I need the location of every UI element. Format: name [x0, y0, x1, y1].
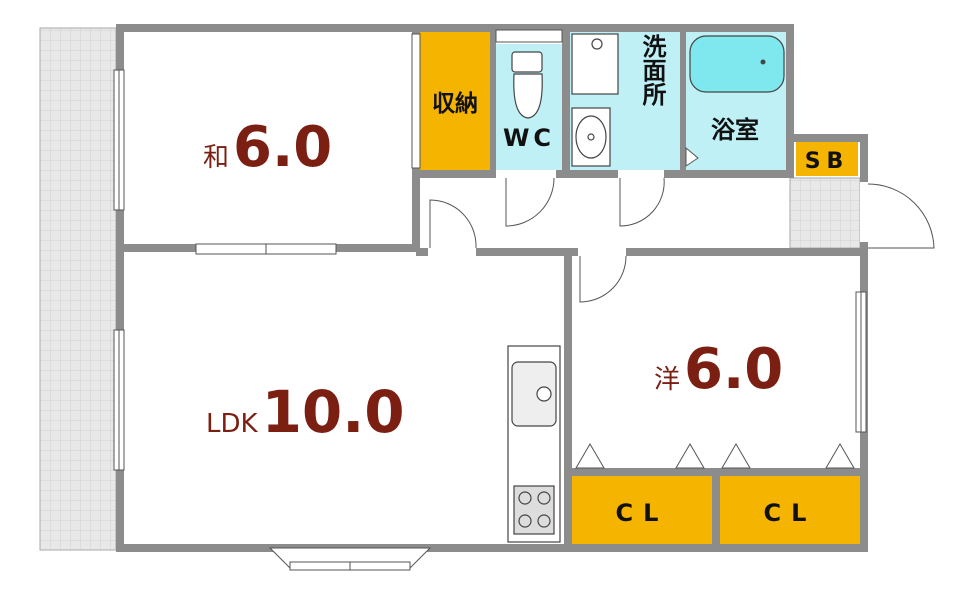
closet-left-fill — [572, 476, 712, 544]
closet-left-label: CL — [616, 499, 669, 527]
windows — [113, 29, 867, 471]
doors — [429, 146, 935, 303]
ldk-label: LDK10.0 — [206, 378, 405, 446]
washbasin-icon — [571, 33, 619, 167]
sb-fill — [796, 142, 858, 176]
washitsu-label: 和6.0 — [203, 115, 332, 180]
balcony-west — [39, 27, 117, 551]
wall-openings — [428, 170, 868, 256]
closet-doors — [575, 443, 855, 469]
kitchen-counter — [507, 345, 561, 543]
bathtub-icon — [689, 35, 785, 93]
youshitsu-label: 洋6.0 — [654, 337, 783, 402]
storage-label: 収納 — [432, 90, 478, 117]
washroom-label: 洗面所 — [638, 34, 666, 107]
bathroom-label: 浴室 — [711, 116, 759, 144]
storage-fill — [420, 32, 490, 170]
toilet-icon — [511, 51, 543, 119]
closet-right-fill — [720, 476, 860, 544]
bay-window — [268, 547, 432, 571]
balcony-sb — [789, 177, 861, 249]
sb-label: SB — [805, 149, 850, 174]
closet-right-label: CL — [764, 499, 817, 527]
wc-label: WC — [503, 124, 555, 152]
